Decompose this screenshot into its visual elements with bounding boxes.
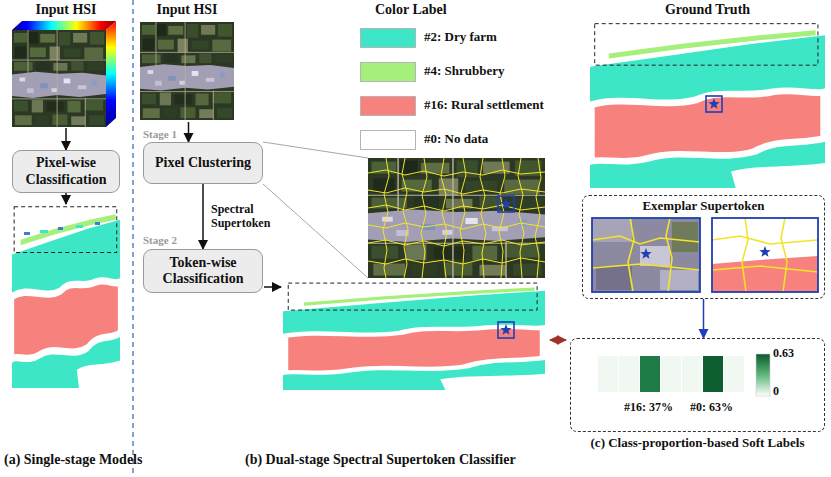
prediction-map [12, 205, 120, 388]
image-panel: Input HSI [8, 2, 124, 128]
legend-swatch [360, 28, 416, 48]
prediction-map [95, 222, 100, 225]
legend-text: #4: Shrubbery [424, 64, 505, 79]
superpixel-image [500, 198, 511, 209]
ground-truth-map [706, 96, 722, 112]
ground-truth-map [590, 22, 825, 188]
layout-arrow [264, 286, 281, 288]
hsi-image [140, 22, 234, 120]
prediction-map [283, 282, 545, 390]
hsi-cube [12, 21, 116, 127]
prediction-map [283, 282, 545, 390]
image-panel: Input HSI [140, 2, 234, 122]
flow-arrow [202, 184, 204, 249]
zoom-line [263, 142, 368, 158]
exemplar-zoom [712, 218, 818, 292]
panel-caption: (a) Single-stage Models [4, 452, 142, 468]
edge-label: Spectral Supertoken [210, 203, 280, 231]
panel-title: Ground Truth [590, 2, 825, 18]
soft-label-bars [703, 356, 723, 392]
prediction-map [500, 324, 511, 335]
box-label: Token-wise Classification [150, 255, 256, 287]
legend-text: #2: Dry farm [424, 30, 497, 45]
hsi-cube [106, 21, 116, 127]
soft-label-bars [724, 356, 744, 392]
prediction-map [12, 205, 120, 388]
exemplar-zoom [712, 218, 818, 292]
image-panel: Ground Truth [590, 2, 825, 188]
exemplar-zoom [592, 218, 700, 292]
exemplar-zoom [596, 266, 632, 290]
value-label: 0.63 [773, 347, 794, 361]
value-label: 0 [773, 385, 779, 399]
superpixel-image [368, 158, 545, 278]
panel-title: Input HSI [140, 2, 234, 18]
superpixel-image [368, 158, 545, 278]
exemplar-zoom [592, 218, 700, 292]
exemplar-zoom [660, 270, 698, 290]
exemplar-zoom [672, 222, 698, 252]
legend-text: #0: No data [424, 132, 488, 147]
soft-label-bars [598, 356, 618, 392]
flow-arrow [188, 122, 190, 142]
panel-title: Exemplar Supertoken [583, 196, 824, 214]
process-box: Pixel-wise Classification [12, 150, 120, 193]
legend-text: #16: Rural settlement [424, 98, 544, 113]
box-label: Pixel-wise Classification [19, 155, 113, 187]
process-box: Token-wise Classification [143, 249, 263, 293]
soft-label-bars [640, 356, 660, 392]
prediction-map [24, 232, 30, 235]
legend-swatch [360, 130, 416, 150]
flow-arrow [65, 128, 67, 150]
legend-swatch [360, 62, 416, 82]
value-label: #0: 63% [690, 401, 733, 415]
panel-caption: (b) Dual-stage Spectral Supertoken Class… [245, 452, 516, 468]
panel-title: Input HSI [8, 2, 124, 18]
stage-label: Stage 2 [143, 234, 177, 247]
exemplar-zoom [640, 246, 670, 266]
soft-label-bars [682, 356, 702, 392]
soft-label-bars [756, 354, 770, 396]
superpixel-image [368, 158, 545, 278]
zoom-line [263, 184, 368, 278]
figure-caption: (c) Class-proportion-based Soft Labels [561, 436, 831, 451]
correspondence-arrow [550, 339, 566, 341]
prediction-map [58, 227, 63, 230]
exemplar-zoom [759, 246, 770, 257]
exemplar-zoom [712, 218, 818, 292]
layout-arrow [65, 193, 67, 204]
legend-title: Color Label [375, 2, 447, 18]
prediction-map [76, 225, 83, 228]
flow-arrow [703, 299, 705, 338]
prediction-map [498, 322, 514, 338]
legend-swatch [360, 96, 416, 116]
superpixel-image [498, 196, 514, 212]
hsi-cube [12, 21, 116, 30]
hsi-cube [12, 30, 106, 127]
exemplar-zoom [592, 218, 700, 292]
exemplar-zoom [592, 218, 818, 292]
ground-truth-map [708, 98, 719, 109]
ground-truth-map [590, 22, 825, 188]
prediction-map [40, 230, 48, 233]
soft-label-bars [619, 356, 639, 392]
box-label: Pixel Clustering [155, 155, 251, 171]
stage-label: Stage 1 [143, 128, 177, 141]
soft-label-bars [661, 356, 681, 392]
process-box: Pixel Clustering [143, 142, 263, 184]
exemplar-group: Exemplar Supertoken [582, 195, 825, 299]
exemplar-zoom [640, 248, 651, 259]
exemplar-zoom [712, 256, 818, 292]
panel-separator [132, 0, 134, 475]
soft-label-box: #16: 37%#0: 63%0.630(c) Class-proportion… [570, 338, 825, 432]
value-label: #16: 37% [624, 401, 673, 415]
soft-label-bars [598, 354, 770, 396]
